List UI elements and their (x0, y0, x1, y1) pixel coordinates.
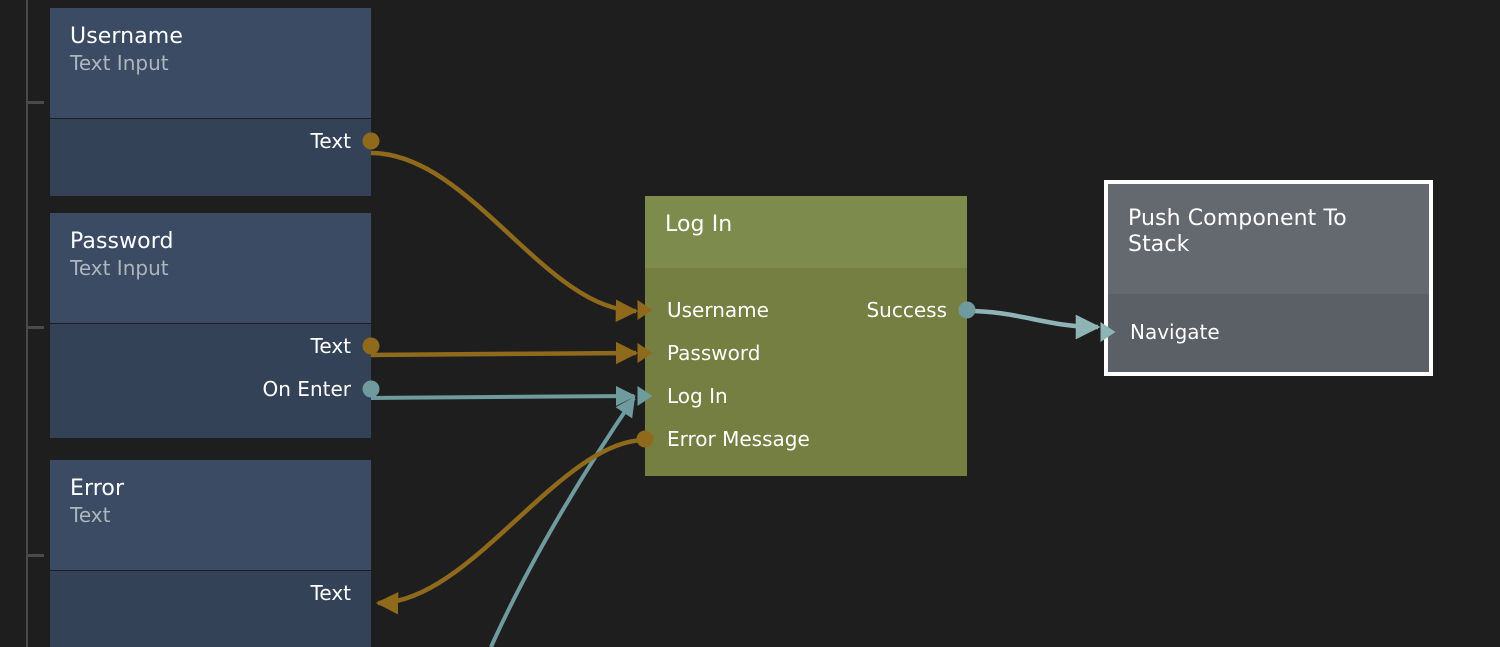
port-arrow-log-in-input[interactable] (637, 385, 653, 406)
port-arrow-navigate-input[interactable] (1100, 321, 1116, 342)
node-body-error: Text (50, 571, 371, 647)
node-subtitle: Text Input (70, 255, 169, 280)
port-label: Text (310, 333, 351, 358)
port-dot-on-enter-output[interactable] (362, 380, 380, 397)
node-username[interactable]: Username Text Input Text (50, 8, 380, 196)
node-header-username[interactable]: Username Text Input (50, 8, 371, 118)
port-label: Success (866, 297, 947, 322)
port-row-input-text[interactable]: Text (50, 571, 371, 614)
port-dot-success-output[interactable] (958, 301, 976, 318)
wire-username-to-login (370, 150, 639, 322)
node-title: Push Component To Stack (1128, 206, 1347, 257)
port-label: Navigate (1130, 319, 1220, 344)
port-dot-error-message-output[interactable] (636, 430, 654, 447)
port-arrow-username-input[interactable] (637, 299, 653, 320)
node-header-push-component[interactable]: Push Component To Stack (1108, 184, 1429, 294)
wire-errormessage-to-error (375, 437, 646, 615)
node-header-password[interactable]: Password Text Input (50, 213, 371, 323)
node-header-log-in[interactable]: Log In (645, 196, 967, 268)
port-row-log-in-input[interactable]: Log In (637, 374, 967, 417)
node-subtitle: Text Input (70, 50, 169, 75)
guide-tick (28, 326, 44, 329)
node-log-in[interactable]: Log In Username Success Password Log In (636, 196, 976, 476)
wire-success-to-navigate (966, 308, 1101, 340)
port-arrow-password-input[interactable] (637, 342, 653, 363)
wire-password-to-login (370, 341, 639, 365)
node-body-log-in: Username Success Password Log In Error M… (636, 268, 976, 476)
port-label: Username (667, 297, 769, 322)
guide-tick (28, 101, 44, 104)
node-error[interactable]: Error Text Text (50, 460, 371, 647)
port-row-output-on-enter[interactable]: On Enter (50, 367, 380, 410)
wire-onenter-to-login (370, 386, 636, 407)
port-label: Password (667, 340, 761, 365)
port-row-username-success[interactable]: Username Success (637, 288, 976, 331)
port-label: Log In (667, 383, 728, 408)
wire-offscreen-to-login (489, 396, 636, 647)
port-dot-text-output[interactable] (362, 337, 380, 354)
node-body-username: Text (50, 119, 380, 196)
port-row-password-input[interactable]: Password (637, 331, 967, 374)
node-title: Password (70, 229, 174, 254)
port-label: Text (310, 580, 351, 605)
port-row-error-message-output[interactable]: Error Message (636, 417, 967, 460)
node-body-password: Text On Enter (50, 324, 380, 438)
port-dot-text-output[interactable] (362, 132, 380, 149)
port-row-output-text[interactable]: Text (50, 324, 380, 367)
node-header-error[interactable]: Error Text (50, 460, 371, 570)
node-password[interactable]: Password Text Input Text On Enter (50, 213, 380, 438)
node-title: Error (70, 476, 125, 501)
port-row-navigate-input[interactable]: Navigate (1100, 310, 1429, 353)
node-title: Username (70, 24, 183, 49)
guide-tick (28, 554, 44, 557)
port-label: Error Message (667, 426, 810, 451)
node-title: Log In (665, 212, 733, 237)
port-row-output-text[interactable]: Text (50, 119, 380, 162)
port-label: Text (310, 128, 351, 153)
node-body-push-component: Navigate (1100, 294, 1429, 372)
port-label: On Enter (262, 376, 351, 401)
node-push-component-to-stack[interactable]: Push Component To Stack Navigate (1100, 180, 1433, 376)
node-subtitle: Text (70, 502, 111, 527)
guide-rail (26, 0, 28, 647)
